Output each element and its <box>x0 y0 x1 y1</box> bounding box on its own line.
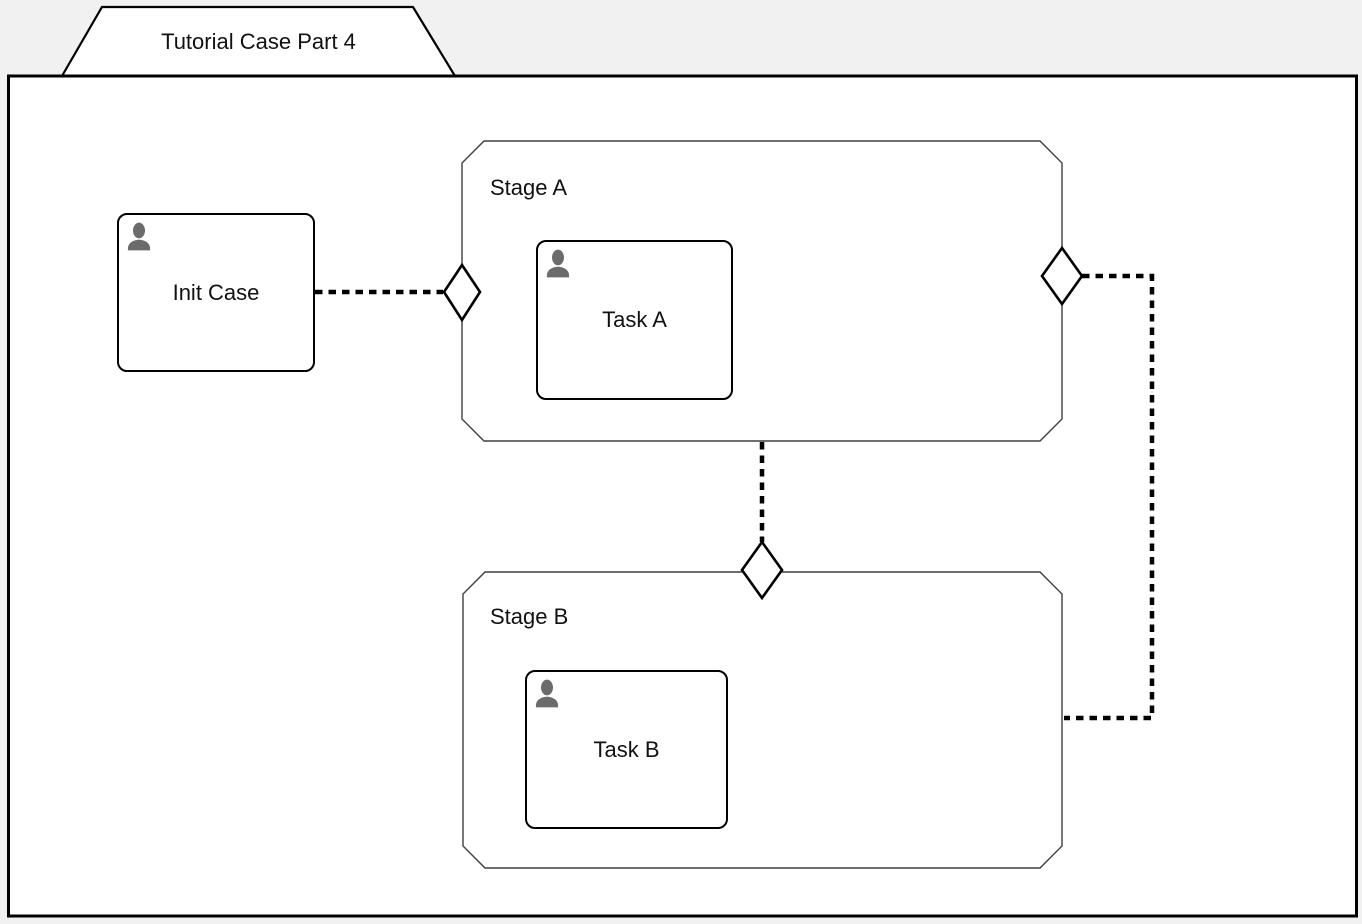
person-icon <box>535 679 559 708</box>
task-init-case[interactable]: Init Case <box>117 213 315 372</box>
task-b[interactable]: Task B <box>525 670 728 829</box>
task-a-label: Task A <box>602 307 667 332</box>
stage-a-exit-sentry-diamond-icon[interactable] <box>1040 245 1084 307</box>
connector-stage-a-exit-to-stage-b[interactable] <box>1064 273 1155 721</box>
stage-b-entry-sentry-diamond-icon[interactable] <box>740 539 784 601</box>
task-b-label: Task B <box>593 736 660 762</box>
case-plan-title: Tutorial Case Part 4 <box>161 28 356 54</box>
person-icon <box>127 222 151 251</box>
person-icon <box>546 249 570 278</box>
task-init-case-label: Init Case <box>172 279 260 305</box>
stage-b-label: Stage B <box>490 604 569 629</box>
stage-a-label: Stage A <box>490 175 568 200</box>
stage-a-entry-sentry-diamond-icon[interactable] <box>442 262 482 323</box>
task-a[interactable]: Task A <box>536 240 733 400</box>
